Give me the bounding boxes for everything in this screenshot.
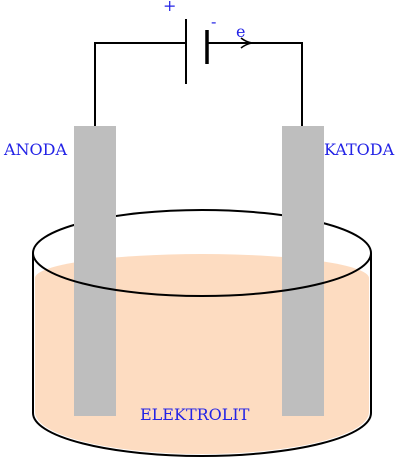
container-back-rim [32,209,372,254]
container-front-rim [32,252,372,297]
cathode-label: KATODA [324,140,395,159]
circuit-wire-left [94,42,186,126]
electron-label: e [236,22,246,41]
cathode-electrode [282,126,324,416]
circuit-wire-right [207,42,303,126]
anode-electrode [74,126,116,416]
negative-terminal-label: - [211,12,217,31]
anode-label: ANODA [4,140,68,159]
electron-arrow-icon [240,37,253,49]
positive-terminal-label: + [163,0,177,15]
container-bottom [32,412,372,457]
electrolyte-label: ELEKTROLIT [140,405,250,424]
